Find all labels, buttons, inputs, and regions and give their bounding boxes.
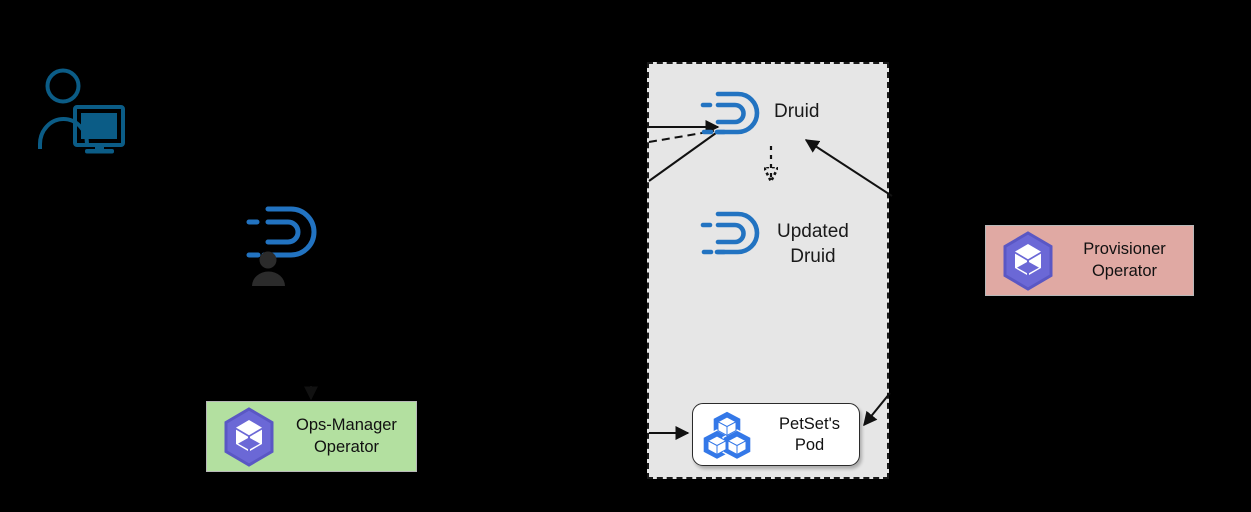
petset-pod-label: PetSet's Pod: [779, 414, 840, 454]
connector-provisioner-to-druid: [804, 139, 893, 197]
operator-cube-icon: [998, 230, 1058, 291]
person-glyph: [252, 251, 285, 286]
provisioner-operator-node[interactable]: Provisioner Operator: [985, 225, 1194, 296]
druid-logo-with-user-icon: [244, 200, 340, 288]
kubernetes-pod-icon: [701, 409, 753, 460]
petset-pod-node[interactable]: PetSet's Pod: [692, 403, 860, 466]
ops-manager-operator-node[interactable]: Ops-Manager Operator: [206, 401, 417, 472]
ops-manager-operator-label: Ops-Manager Operator: [296, 416, 397, 456]
updated-druid-logo-icon: [700, 208, 772, 264]
druid-node-label: Druid: [774, 101, 820, 122]
connector-diagonal-to-druid: [648, 132, 717, 182]
druid-logo-icon: [700, 88, 772, 144]
user-at-computer-icon: [36, 66, 126, 156]
connector-provisioner-to-petset: [863, 392, 891, 427]
updated-druid-node-label: Updated Druid: [777, 221, 849, 267]
operator-cube-icon: [219, 406, 279, 467]
provisioner-operator-label: Provisioner Operator: [1083, 240, 1166, 280]
